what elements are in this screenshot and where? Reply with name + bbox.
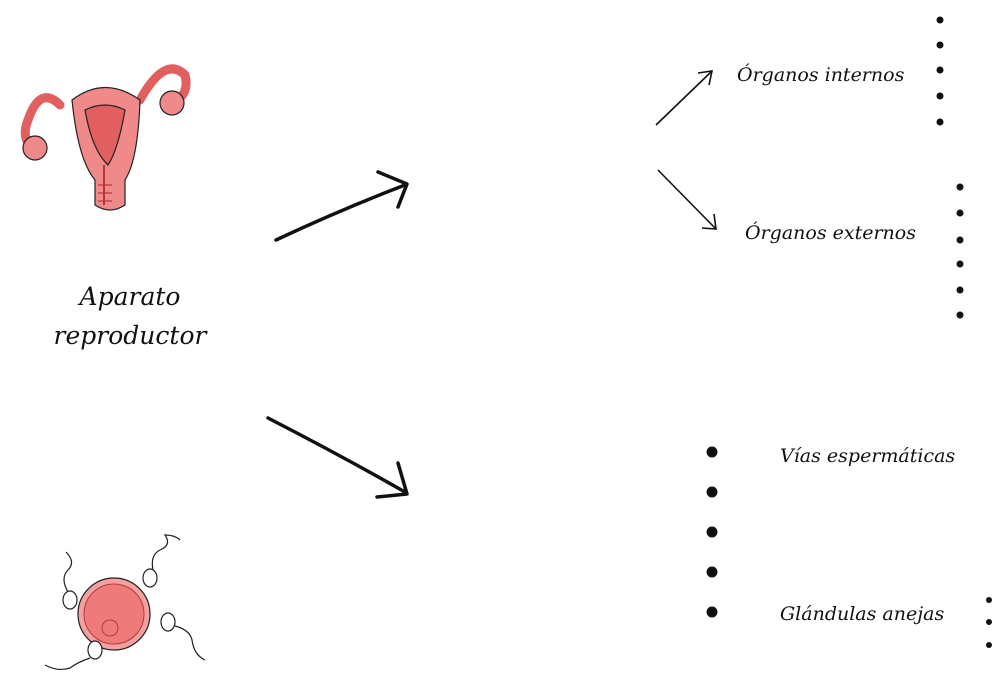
label-organos-externos: Órganos externos [745,222,916,244]
main-arrow-up [274,170,409,242]
egg-sperm-icon [44,534,206,671]
main-arrow-down [266,416,409,499]
arrow-internos [655,70,714,126]
main-title-line1: Aparato [79,282,181,311]
main-title-line2: reproductor [53,320,207,350]
arrow-externos [657,169,717,230]
label-organos-internos: Órganos internos [737,64,905,86]
label-glandulas-anejas: Glándulas anejas [780,603,945,625]
main-title: Aparato reproductor [35,278,225,356]
label-vias-espermaticas: Vías espermáticas [780,445,956,467]
uterus-icon [20,64,191,211]
bullets-externos [956,183,964,319]
bullets-glandulas [986,597,992,648]
bullets-left [706,446,718,618]
bullets-internos [936,16,944,126]
